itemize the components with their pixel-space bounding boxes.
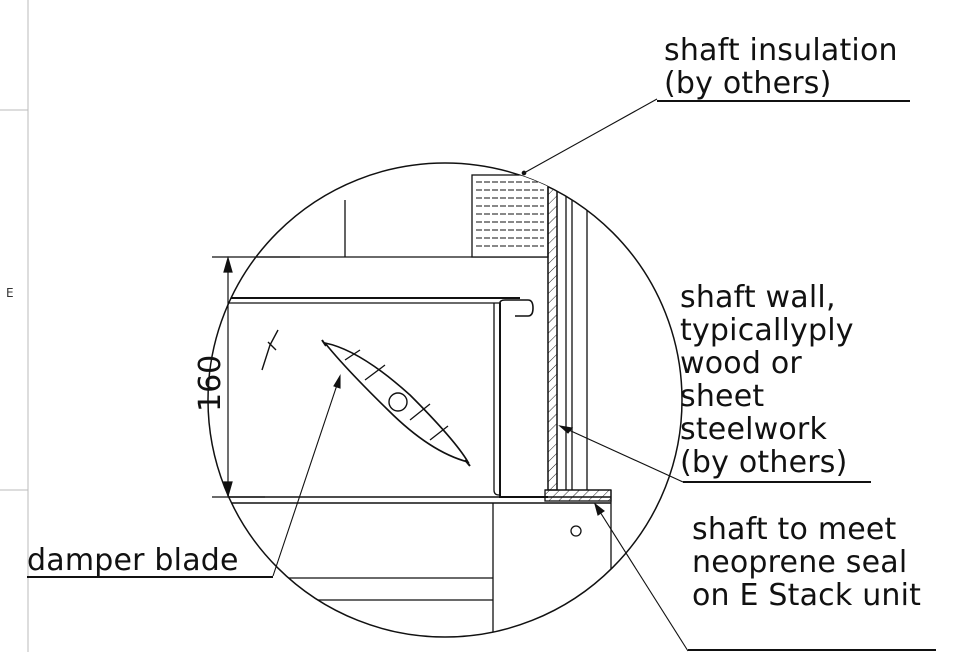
- dimension-160-label: 160: [193, 354, 228, 412]
- casing-flange: [493, 299, 548, 498]
- shaft-wall-line3: wood or: [680, 346, 802, 381]
- shaft-insulation-line2: (by others): [664, 66, 832, 101]
- seal-line3: on E Stack unit: [692, 578, 922, 613]
- damper-blade-underline: [27, 576, 273, 578]
- left-bracket: [261, 329, 279, 371]
- shaft-wall-underline: [683, 481, 871, 483]
- shaft-wall-line6: (by others): [680, 445, 848, 480]
- seal-leader: [594, 503, 689, 652]
- shaft-insulation-underline: [657, 100, 910, 102]
- wall-leader: [559, 425, 684, 483]
- shaft-wall-strip: [547, 174, 588, 491]
- callout-damper-blade: damper blade: [27, 543, 273, 578]
- seal-line2: neoprene seal: [692, 545, 908, 580]
- insulation-leader: [523, 98, 658, 174]
- dimension-value: 160: [193, 355, 233, 412]
- damper-leader: [272, 375, 341, 577]
- seal-underline: [688, 649, 936, 651]
- sheet-border: [0, 0, 29, 652]
- damper-blade-shape: [321, 339, 471, 467]
- shaft-wall-line5: steelwork: [680, 412, 828, 447]
- callout-shaft-insulation: shaft insulation (by others): [657, 33, 910, 102]
- callout-shaft-wall: shaft wall, typicallyply wood or sheet s…: [680, 280, 871, 483]
- shaft-wall-line2: typicallyply: [680, 313, 854, 348]
- insulation-block: [471, 174, 549, 258]
- seal-line1: shaft to meet: [692, 512, 897, 547]
- shaft-insulation-line1: shaft insulation: [664, 33, 898, 68]
- shaft-wall-line1: shaft wall,: [680, 280, 836, 315]
- detail-circle: [207, 162, 683, 638]
- callout-neoprene-seal: shaft to meet neoprene seal on E Stack u…: [688, 512, 936, 651]
- dimension-160: [212, 255, 300, 499]
- shaft-wall-line4: sheet: [680, 379, 765, 414]
- leader-lines: [272, 98, 689, 652]
- base-frame: [208, 489, 612, 637]
- damper-blade-label: damper blade: [27, 543, 239, 578]
- sheet-zone-letter: E: [6, 286, 14, 300]
